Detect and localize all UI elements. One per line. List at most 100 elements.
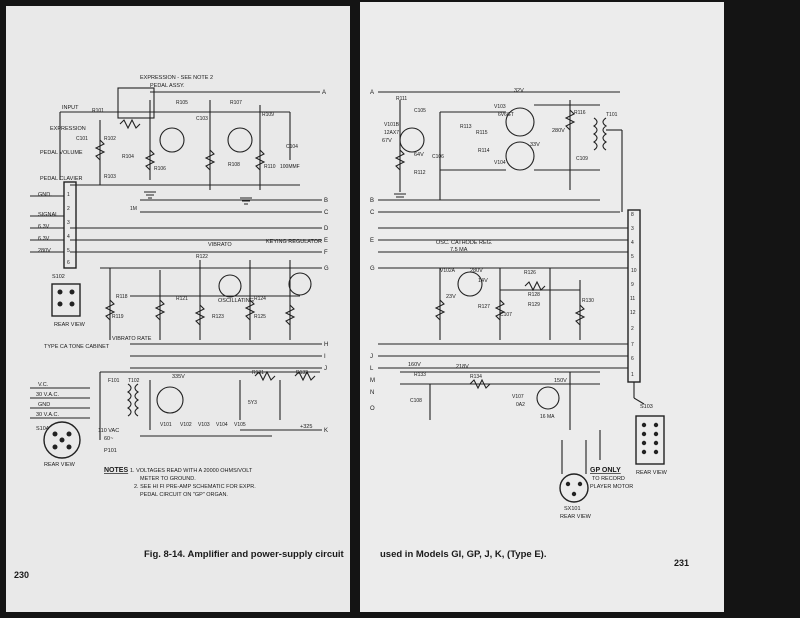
bus-letter: I [324, 354, 326, 360]
plug-number: 3 [67, 220, 70, 226]
bus-letter: B [370, 198, 374, 204]
component-label: C105 [414, 108, 426, 114]
s104-label: S104 [36, 426, 49, 432]
tube-label: V104 [216, 422, 228, 428]
note-1: 1. VOLTAGES READ WITH A 20000 OHMS/VOLT [130, 468, 253, 474]
bus-number: 9 [631, 282, 634, 288]
component-label: R122 [196, 254, 208, 260]
bus-number: 7 [631, 342, 634, 348]
player-motor: PLAYER MOTOR [590, 484, 633, 490]
component-label: R125 [254, 314, 266, 320]
note-2b: PEDAL CIRCUIT ON "GP" ORGAN. [140, 492, 228, 498]
bus-letter: E [324, 238, 328, 244]
component-label: R106 [154, 166, 166, 172]
component-label: C101 [76, 136, 88, 142]
component-label: R133 [414, 372, 426, 378]
bus-letter: L [370, 366, 374, 372]
component-label: V101B [384, 122, 400, 128]
component-label: T101 [606, 112, 618, 118]
plug-number: 2 [67, 206, 70, 212]
component-label: R104 [122, 154, 134, 160]
plug-number: 4 [67, 234, 70, 240]
component-label: R110 [264, 164, 276, 170]
component-label: T102 [128, 378, 140, 384]
component-label: R111 [396, 96, 407, 102]
bus-letter: D [324, 226, 329, 232]
bus-number: 10 [631, 268, 637, 274]
gp-only: GP ONLY [590, 467, 621, 474]
v150-label: 150V [554, 378, 567, 384]
v280-label-r: 280V [470, 268, 483, 274]
ma-label: 7.5 MA [450, 247, 468, 253]
v63a-label: 6.3V [38, 224, 50, 230]
v63b-label: 6.3V [38, 236, 50, 242]
v32-label: 32V [514, 88, 524, 94]
bus-number: 8 [631, 212, 634, 218]
s102-label: S102 [52, 274, 65, 280]
bus-letter: A [370, 90, 374, 96]
bus-letter: G [370, 266, 375, 272]
pedal-header: EXPRESSION - SEE NOTE 2 [140, 75, 213, 81]
bus-letter: N [370, 390, 374, 396]
component-label: R116 [574, 110, 586, 116]
sx101-label: SX101 [564, 506, 581, 512]
bus-letter: H [324, 342, 328, 348]
component-label: R132 [296, 370, 308, 376]
bus-number: 6 [631, 356, 634, 362]
component-label: V103 [494, 104, 506, 110]
right-schematic [378, 91, 665, 503]
v280b-label: 280V [552, 128, 565, 134]
component-label: 16 MA [540, 414, 555, 420]
bus-letter: F [324, 250, 328, 256]
component-label: R118 [116, 294, 128, 300]
component-label: 0A2 [516, 402, 525, 408]
bus-letter: O [370, 406, 375, 412]
component-label: C109 [576, 156, 588, 162]
note-1b: METER TO GROUND. [140, 476, 196, 482]
left-page [6, 6, 350, 612]
component-label: R131 [252, 370, 264, 376]
bus-number: 12 [630, 310, 636, 316]
vibrato-rate-label: VIBRATO RATE [112, 336, 152, 342]
osc-cathode-reg: OSC. CATHODE REG. [436, 240, 493, 246]
component-label: V107 [512, 394, 524, 400]
component-label: R124 [254, 296, 266, 302]
gnd-label: GND. [38, 192, 52, 198]
right-labels: OSC. CATHODE REG. 7.5 MA 280V 14V 23V 16… [370, 88, 668, 520]
v110-label: 110 VAC [98, 428, 119, 434]
rear-view-2: REAR VIEW [44, 462, 76, 468]
component-label: R102 [104, 136, 116, 142]
rear-view-1: REAR VIEW [54, 322, 86, 328]
component-label: C106 [432, 154, 444, 160]
component-label: R114 [478, 148, 490, 154]
bus-number: 2 [631, 326, 634, 332]
pedal-sub: PEDAL ASSY. [150, 83, 185, 89]
signal-label: SIGNAL [38, 212, 58, 218]
v335-label: 335V [172, 374, 185, 380]
component-label: R107 [230, 100, 242, 106]
pedal-clavier: PEDAL CLAVIER [40, 176, 83, 182]
rear-view-4: REAR VIEW [636, 470, 668, 476]
component-label: R128 [528, 292, 540, 298]
component-label: R103 [104, 174, 116, 180]
rear-view-3: REAR VIEW [560, 514, 592, 520]
tube-label: V101 [160, 422, 172, 428]
plug-number: 5 [67, 248, 70, 254]
bus-letter: C [324, 210, 329, 216]
page-number-left: 230 [14, 570, 29, 580]
v280-label: 280V [38, 248, 51, 254]
component-label: R126 [524, 270, 536, 276]
v325-label: +325 [300, 424, 312, 430]
component-label: R109 [262, 112, 274, 118]
v64-label: 64V [414, 152, 424, 158]
component-label: R129 [528, 302, 540, 308]
v33-label: 33V [530, 142, 540, 148]
plug-number: 1 [67, 192, 70, 198]
v160-label: 160V [408, 362, 421, 368]
page-number-right: 231 [674, 558, 689, 568]
component-label: 6V6GT [498, 112, 514, 118]
component-label: R108 [228, 162, 240, 168]
hz60-label: 60~ [104, 436, 113, 442]
caption-right: used in Models GI, GP, J, K, (Type E). [380, 549, 546, 560]
to-record: TO RECORD [592, 476, 625, 482]
